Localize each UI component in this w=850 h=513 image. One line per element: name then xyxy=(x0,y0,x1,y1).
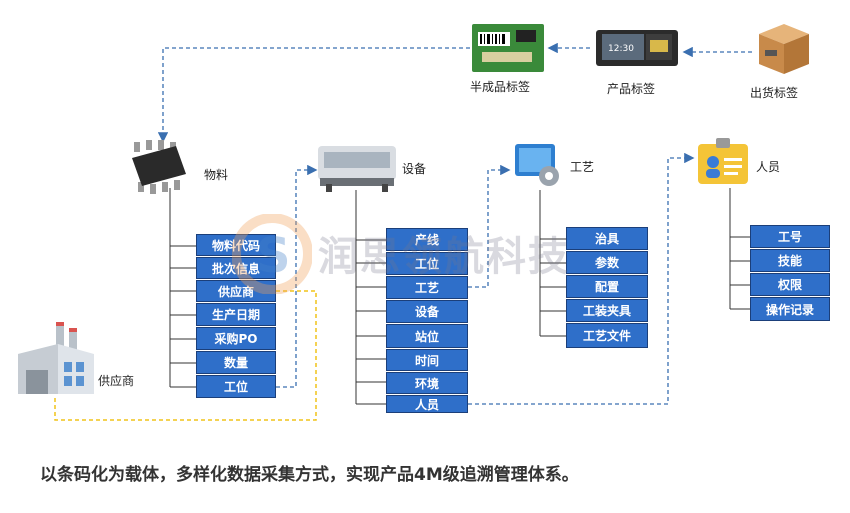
equipment-item: 工位 xyxy=(386,252,468,275)
factory-icon xyxy=(18,322,94,394)
personnel-item: 权限 xyxy=(750,273,830,296)
process-item: 工艺文件 xyxy=(566,323,648,348)
watermark-text: 润思领航科技 xyxy=(318,234,570,280)
product-label-text: 产品标签 xyxy=(607,82,656,96)
id-card-icon xyxy=(698,138,748,184)
equipment-item: 人员 xyxy=(386,395,468,413)
personnel-item: 操作记录 xyxy=(750,297,830,321)
material-item: 供应商 xyxy=(196,280,276,302)
svg-text:S: S xyxy=(256,228,291,284)
equipment-node-label: 设备 xyxy=(402,162,427,176)
watermark: S 润思领航科技 xyxy=(232,214,592,294)
semi-finished-label-text: 半成品标签 xyxy=(470,80,531,94)
material-item: 生产日期 xyxy=(196,303,276,326)
box-icon xyxy=(759,24,809,74)
material-item: 数量 xyxy=(196,351,276,374)
equipment-item: 时间 xyxy=(386,349,468,371)
process-item: 治具 xyxy=(566,227,648,250)
material-item: 工位 xyxy=(196,375,276,398)
material-item: 批次信息 xyxy=(196,257,276,279)
personnel-node-label: 人员 xyxy=(756,160,781,174)
caption: 以条码化为载体，多样化数据采集方式，实现产品4M级追溯管理体系。 xyxy=(40,465,579,485)
material-item: 物料代码 xyxy=(196,234,276,256)
svg-text:12:30: 12:30 xyxy=(608,44,634,54)
process-item: 工装夹具 xyxy=(566,299,648,322)
personnel-item: 工号 xyxy=(750,225,830,248)
process-node-label: 工艺 xyxy=(570,160,595,174)
material-item: 采购PO xyxy=(196,327,276,350)
device-icon: 12:30 xyxy=(596,30,678,66)
machine-icon xyxy=(318,146,396,192)
chip-icon xyxy=(132,140,186,194)
pcb-icon xyxy=(472,24,544,72)
gear-icon xyxy=(515,144,559,186)
process-item: 配置 xyxy=(566,275,648,298)
watermark-logo-icon: S xyxy=(232,214,312,294)
equipment-item: 产线 xyxy=(386,228,468,251)
equipment-item: 设备 xyxy=(386,300,468,323)
process-item: 参数 xyxy=(566,251,648,274)
supplier-node-label: 供应商 xyxy=(98,374,135,388)
equipment-item: 环境 xyxy=(386,372,468,394)
personnel-item: 技能 xyxy=(750,249,830,272)
equipment-item: 站位 xyxy=(386,324,468,348)
shipping-label-text: 出货标签 xyxy=(750,86,799,100)
material-node-label: 物料 xyxy=(204,168,229,182)
equipment-item: 工艺 xyxy=(386,276,468,299)
